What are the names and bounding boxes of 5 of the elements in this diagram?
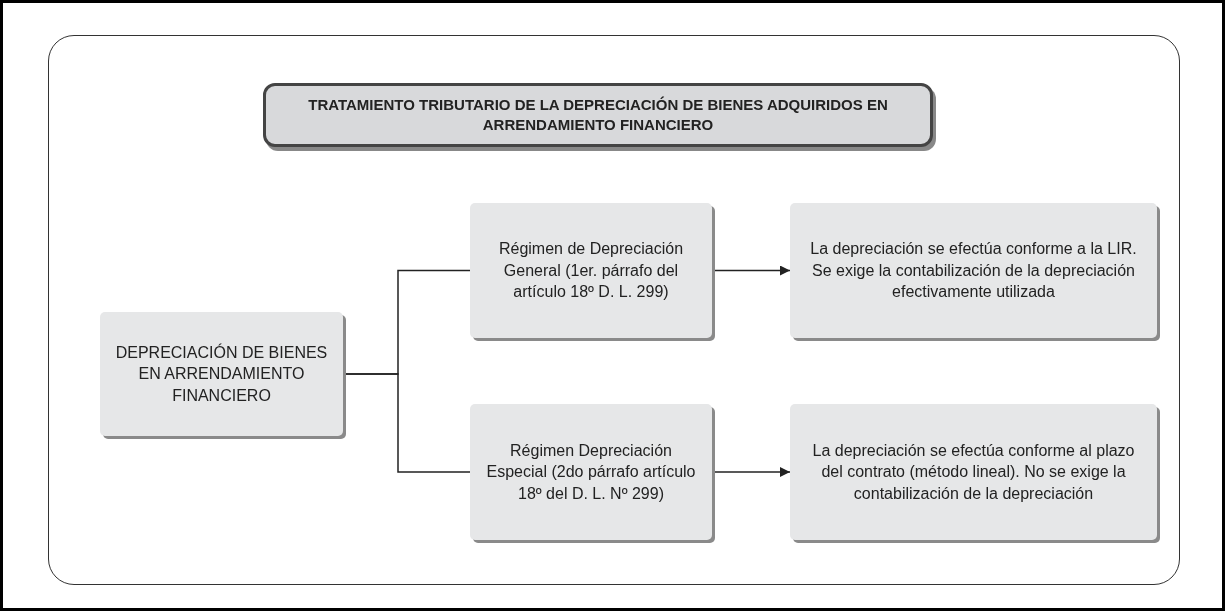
description-box: La depreciación se efectúa conforme a la LIR. Se exige la contabilización de la depreciación efectivamente utilizada xyxy=(790,203,1157,338)
category-box: DEPRECIACIÓN DE BIENES EN ARRENDAMIENTO FINANCIERO xyxy=(100,312,343,436)
regime-box: Régimen de Depreciación General (1er. párrafo del artículo 18º D. L. 299) xyxy=(470,203,712,338)
description-box: La depreciación se efectúa conforme al plazo del contrato (método lineal). No se exige la contabilización de la depreciación xyxy=(790,404,1157,540)
regime-box: Régimen Depreciación Especial (2do párrafo artículo 18º del D. L. Nº 299) xyxy=(470,404,712,540)
